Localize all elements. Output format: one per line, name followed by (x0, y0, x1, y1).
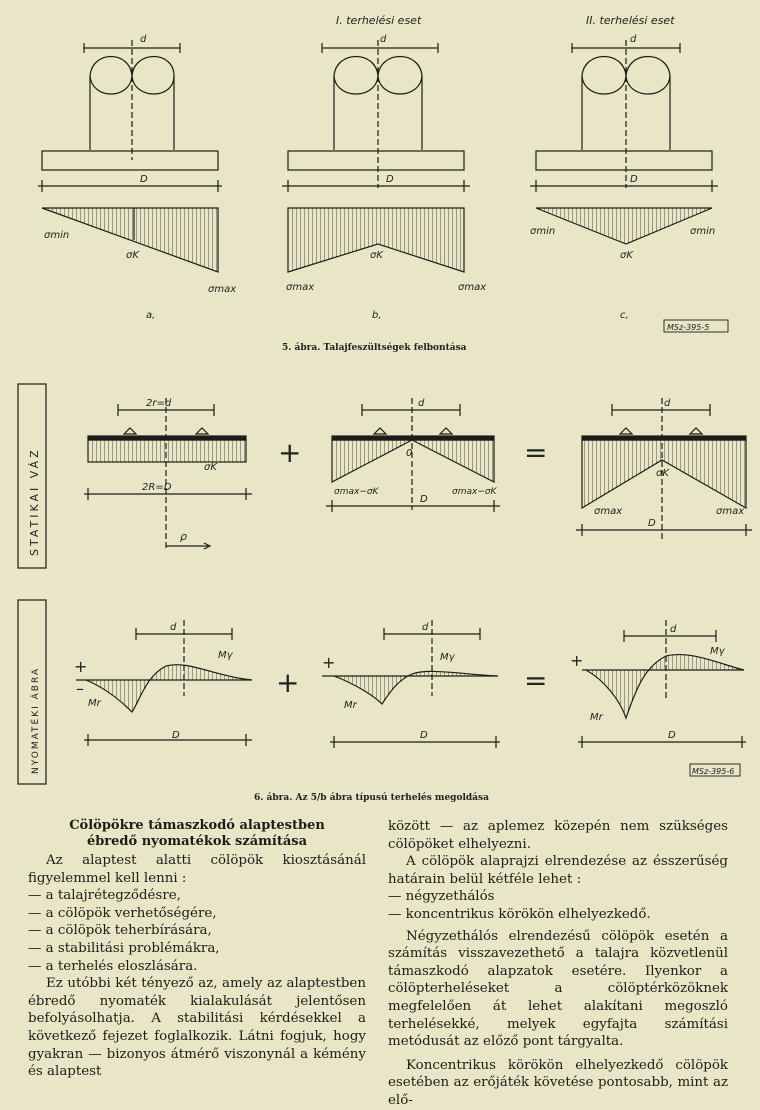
fig6-m1-minus: – (76, 679, 84, 698)
fig6-mid-zero-label: 0 (406, 448, 412, 459)
fig5b-smax-left-label: σmax (286, 282, 314, 293)
left-list-item: — a terhelés eloszlására. (28, 958, 198, 974)
fig5-case1-label: I. terhelési eset (336, 14, 422, 27)
fig6-mid-left-label: σmax−σK (334, 487, 380, 497)
figures-canvas: I. terhelési eset II. terhelési eset d d… (17, 14, 752, 803)
section-heading: Cölöpökre támaszkodó alaptestben ébredő … (28, 818, 366, 850)
right-paragraph-3: Négyzethálós elrendezésű cölöpök esetén … (388, 928, 728, 1050)
fig6-left-sk-label: σK (204, 462, 218, 473)
fig5b-smax-right-label: σmax (458, 282, 486, 293)
fig6-m3-plus: + (570, 651, 583, 670)
fig5c-d-label: d (630, 34, 637, 45)
fig5b-sk-label: σK (370, 250, 384, 261)
fig5a-sk-label: σK (126, 250, 140, 261)
fig6-moment-plus: + (276, 666, 299, 699)
right-list-item: — négyzethálós (388, 889, 495, 905)
fig5-case2-label: II. terhelési eset (586, 14, 675, 27)
right-column: között — az aplemez közepén nem szüksége… (388, 818, 728, 1110)
fig5-panel-c (530, 40, 718, 245)
fig6-m1-my: Mγ (218, 650, 234, 661)
left-list-item: — a talajrétegződésre, (28, 888, 181, 904)
right-list-item: — koncentrikus körökön elhelyezkedő. (388, 906, 651, 922)
section-heading-line-1: Cölöpökre támaszkodó alaptestben (69, 818, 325, 833)
fig5c-smin-left-label: σmin (530, 226, 555, 237)
left-column: Cölöpökre támaszkodó alaptestben ébredő … (28, 818, 366, 1081)
fig6-m1-D-label: D (172, 730, 180, 741)
fig5a-d-label: d (140, 34, 147, 45)
fig5a-D-label: D (140, 174, 148, 185)
fig6-R-label: 2R=D (142, 482, 172, 493)
fig6-m2-d-label: d (422, 622, 429, 633)
left-list-item: — a stabilitási problémákra, (28, 940, 220, 956)
fig6-m3-D-label: D (668, 730, 676, 741)
fig6-static-equals: = (524, 436, 547, 469)
fig6-m3-my: Mγ (710, 646, 726, 657)
fig6-m2-my: Mγ (440, 652, 456, 663)
fig5c-D-label: D (630, 174, 638, 185)
left-list-item: — a cölöpök verhetőségére, (28, 905, 217, 921)
section-heading-line-2: ébredő nyomatékok számítása (86, 834, 308, 849)
fig6-m3-d-label: d (670, 624, 677, 635)
fig5b-d-label: d (380, 34, 387, 45)
fig6-static-row (17, 383, 752, 569)
fig5-caption: 5. ábra. Talajfeszültségek felbontása (282, 342, 467, 353)
right-paragraph-2: A cölöpök alaprajzi elrendezése az éssze… (388, 854, 728, 887)
fig5-stamp: MSz-395-5 (667, 323, 709, 332)
fig6-right-d-label: d (664, 398, 671, 409)
fig6-m2-plus: + (322, 653, 335, 672)
fig6-r-label: 2r=d (146, 398, 172, 409)
fig6-mid-right-label: σmax−σK (452, 487, 498, 497)
fig5-sub-b: b, (372, 310, 382, 321)
fig6-m1-d-label: d (170, 622, 177, 633)
fig6-rho-label: ρ (180, 530, 187, 543)
fig5a-smin-label: σmin (44, 230, 69, 241)
fig6-side-label-bottom: NYOMATÉKI ÁBRA (29, 667, 41, 774)
left-paragraph-1: Az alaptest alatti cölöpök kiosztásánál … (28, 853, 366, 886)
fig6-mid-d-label: d (418, 398, 425, 409)
fig5-panel-a (38, 40, 222, 273)
fig6-m1-mr: Mr (88, 698, 102, 709)
fig6-mid-D-label: D (420, 494, 428, 505)
right-paragraph-1: között — az aplemez közepén nem szüksége… (388, 819, 728, 852)
fig6-stamp: MSz-395-6 (692, 767, 734, 776)
fig6-moment-equals: = (524, 664, 547, 697)
fig6-m1-plus: + (74, 657, 87, 676)
fig6-right-D-label: D (648, 518, 656, 529)
left-paragraph-2: Ez utóbbi két tényező az, amely az alapt… (28, 976, 366, 1080)
fig6-static-plus: + (278, 436, 301, 469)
fig6-right-smax-right: σmax (716, 506, 744, 517)
fig6-moment-row (17, 599, 746, 785)
fig6-side-label-top: STATIKAI VÁZ (28, 447, 41, 556)
fig6-m2-D-label: D (420, 730, 428, 741)
fig5a-smax-label: σmax (208, 284, 236, 295)
fig5-panel-b (282, 40, 470, 273)
fig6-right-smax-left: σmax (594, 506, 622, 517)
fig5b-D-label: D (386, 174, 394, 185)
fig5-sub-c: c, (620, 310, 629, 321)
fig5c-smin-right-label: σmin (690, 226, 715, 237)
fig6-right-sk-label: σK (656, 468, 670, 479)
right-paragraph-4: Koncentrikus körökön elhelyezkedő cölöpö… (388, 1057, 728, 1108)
fig6-caption: 6. ábra. Az 5/b ábra típusú terhelés meg… (254, 792, 489, 803)
fig5-sub-a: a, (146, 310, 155, 321)
fig6-m3-mr: Mr (590, 712, 604, 723)
left-list-item: — a cölöpök teherbírására, (28, 923, 212, 939)
fig5c-sk-label: σK (620, 250, 634, 261)
fig6-m2-mr: Mr (344, 700, 358, 711)
